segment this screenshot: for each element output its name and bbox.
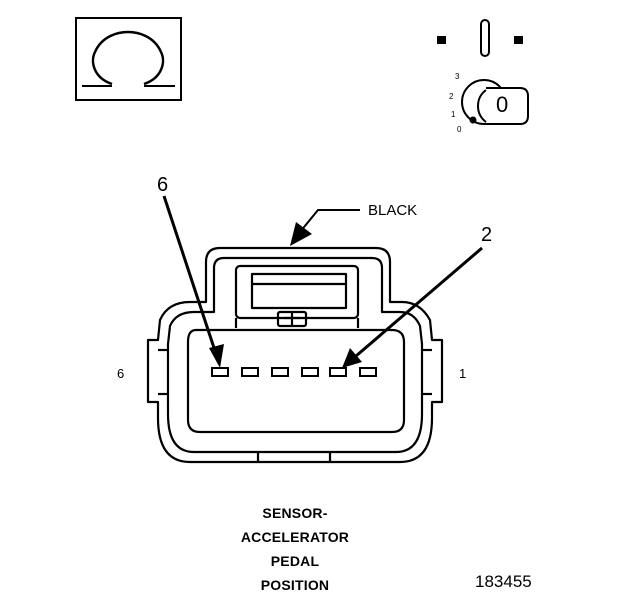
ignition-key-icon	[437, 19, 529, 125]
callout-pin-label-right: 2	[481, 224, 493, 246]
connector-color-label: BLACK	[368, 202, 418, 219]
key-position-label: 0	[457, 125, 462, 134]
pin-cavity	[359, 367, 377, 377]
caption-line: POSITION	[260, 577, 330, 593]
callout-arrow-pin-6	[162, 195, 224, 368]
pin-cavity	[271, 367, 289, 377]
ohmmeter-icon	[75, 17, 182, 101]
key-position-label: 1	[451, 110, 456, 119]
pin-cavity	[241, 367, 259, 377]
connector-housing	[146, 246, 444, 464]
pin-cavity	[301, 367, 319, 377]
key-position-label: 3	[455, 72, 460, 81]
figure-number: 183455	[475, 572, 532, 591]
key-position-label: 2	[449, 92, 454, 101]
connector-pins	[211, 367, 377, 377]
callout-arrow-pin-2	[342, 246, 483, 368]
caption-line: ACCELERATOR	[240, 529, 350, 545]
key-value: 0	[496, 92, 509, 117]
pin-end-label-left: 6	[117, 366, 125, 381]
pin-end-label-right: 1	[459, 366, 467, 381]
caption-line: SENSOR-	[262, 505, 328, 521]
callout-pin-label-left: 6	[157, 174, 169, 196]
pin-cavity	[329, 367, 347, 377]
caption-line: PEDAL	[270, 553, 320, 569]
color-leader	[290, 209, 360, 246]
pin-cavity	[211, 367, 229, 377]
